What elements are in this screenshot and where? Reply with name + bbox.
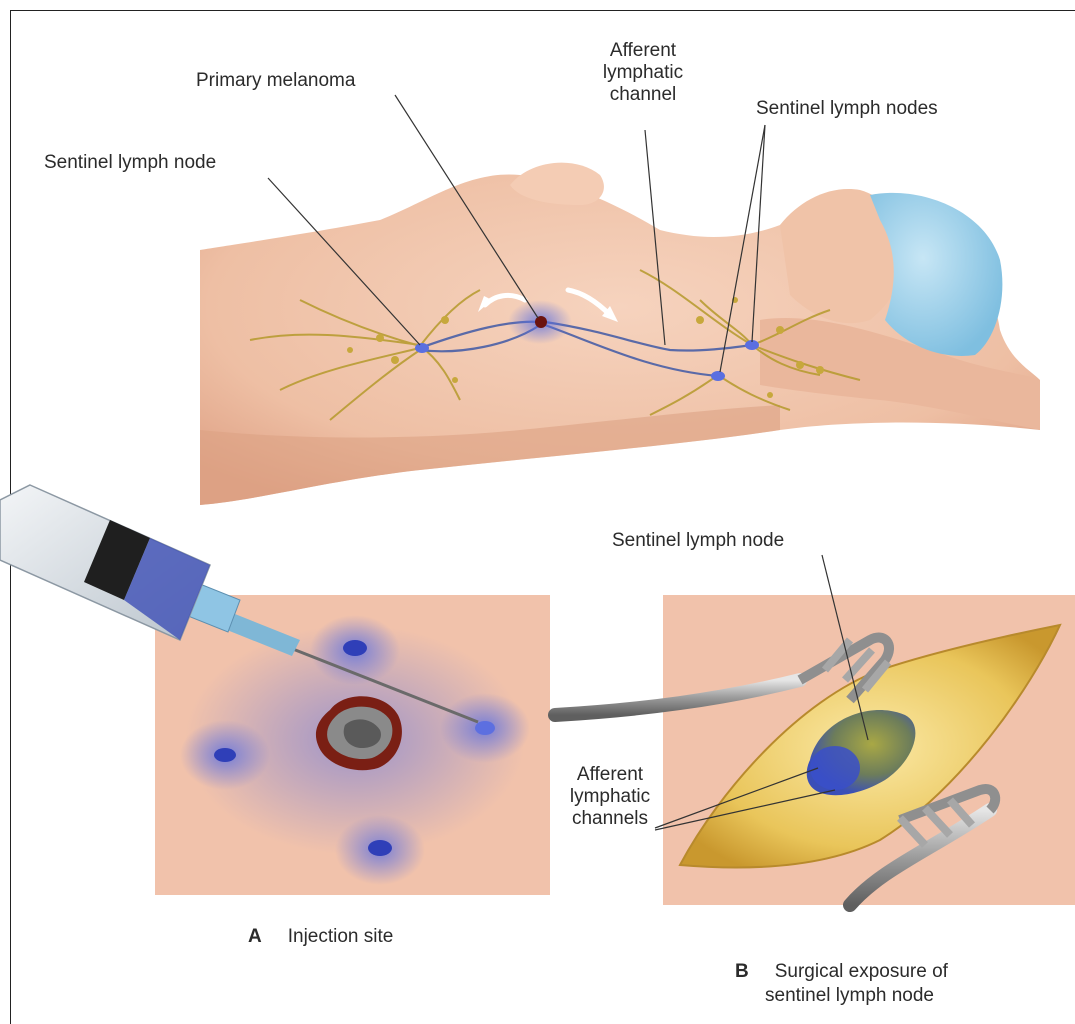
label-sentinel-lymph-node-left: Sentinel lymph node (44, 152, 216, 174)
sentinel-node-left (415, 343, 429, 353)
caption-a-text: Injection site (288, 926, 394, 947)
caption-b-text-line1: Surgical exposure of (775, 961, 948, 982)
label-primary-melanoma: Primary melanoma (196, 70, 355, 92)
dye-drop-right (475, 721, 495, 735)
label-afferent-lymphatic-channels: Afferent lymphatic channels (550, 764, 670, 830)
primary-melanoma-spot (535, 316, 547, 328)
dye-drop-bottom (368, 840, 392, 856)
label-sentinel-lymph-nodes-right: Sentinel lymph nodes (756, 98, 938, 120)
dye-drop-left (214, 748, 236, 762)
panel-a-injection-site (155, 595, 550, 895)
caption-a-letter: A (248, 926, 262, 947)
caption-a: A Injection site (248, 925, 393, 949)
caption-b-text-line2: sentinel lymph node (735, 984, 948, 1008)
panel-b-surgical-exposure (555, 595, 1075, 905)
caption-b: B Surgical exposure of sentinel lymph nod… (735, 960, 948, 1008)
sentinel-node-lower-right (711, 371, 725, 381)
patient-body (200, 163, 1040, 505)
label-afferent-lymphatic-channel: Afferent lymphatic channel (588, 40, 698, 106)
dye-drop-top (343, 640, 367, 656)
caption-b-letter: B (735, 961, 749, 982)
label-sentinel-lymph-node-b: Sentinel lymph node (612, 530, 784, 552)
